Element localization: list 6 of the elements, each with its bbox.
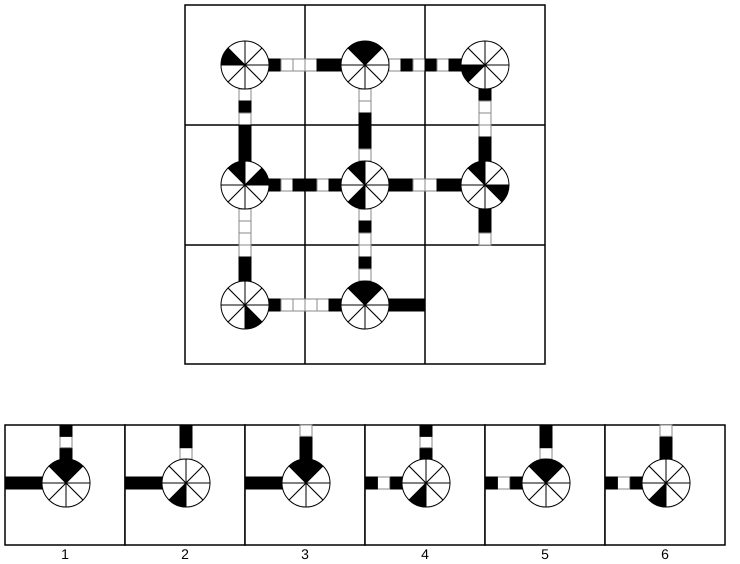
option-number: 5: [540, 546, 550, 562]
option-number: 4: [420, 546, 430, 562]
option-number: 3: [300, 546, 310, 562]
option-number: 1: [60, 546, 70, 562]
option-number: 6: [660, 546, 670, 562]
option-number: 2: [180, 546, 190, 562]
